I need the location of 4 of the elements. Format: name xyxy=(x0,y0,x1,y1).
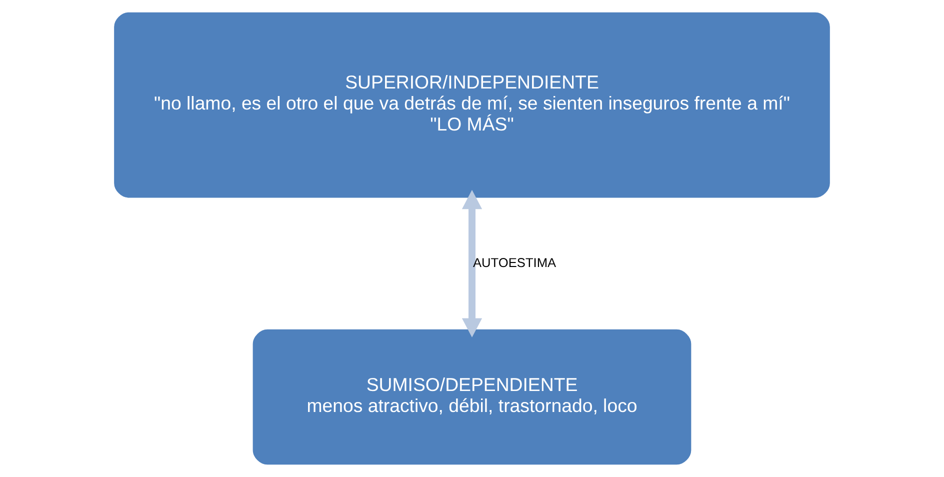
arrow xyxy=(462,190,482,338)
edge-label: AUTOESTIMA xyxy=(473,254,556,270)
node-box: SUPERIOR/INDEPENDIENTE "no llamo, es el otro el que va detrás de mí, se sienten inseguros frente a mí" "LO MÁS" xyxy=(114,12,830,198)
node-box: SUMISO/DEPENDIENTE menos atractivo, débil, trastornado, loco xyxy=(252,329,692,465)
